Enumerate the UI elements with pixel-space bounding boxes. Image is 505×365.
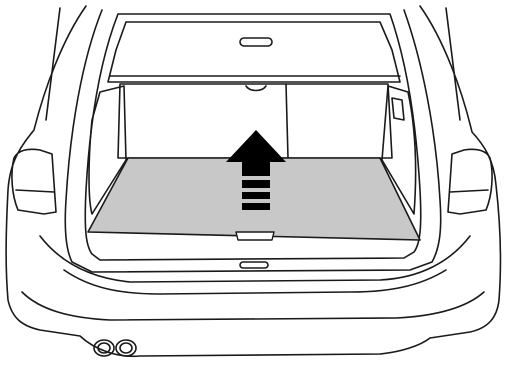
exhaust-pipe-right-inner [120,343,132,353]
bumper-lower-line [22,292,484,320]
left-tail-light [12,149,56,214]
bumper-sill [64,270,446,294]
right-gas-strut [446,8,460,120]
cargo-floor-handle [236,232,274,240]
load-cover-handle [240,38,272,46]
right-tail-light-divider [450,190,488,192]
right-tail-light [448,149,492,214]
left-gas-strut [46,8,60,120]
seat-split-line [286,84,288,158]
left-tail-light-divider [16,190,54,192]
load-cover [108,22,400,82]
right-side-recess [392,98,404,120]
lock-striker [240,262,268,268]
seat-headrest-latch [246,86,266,91]
